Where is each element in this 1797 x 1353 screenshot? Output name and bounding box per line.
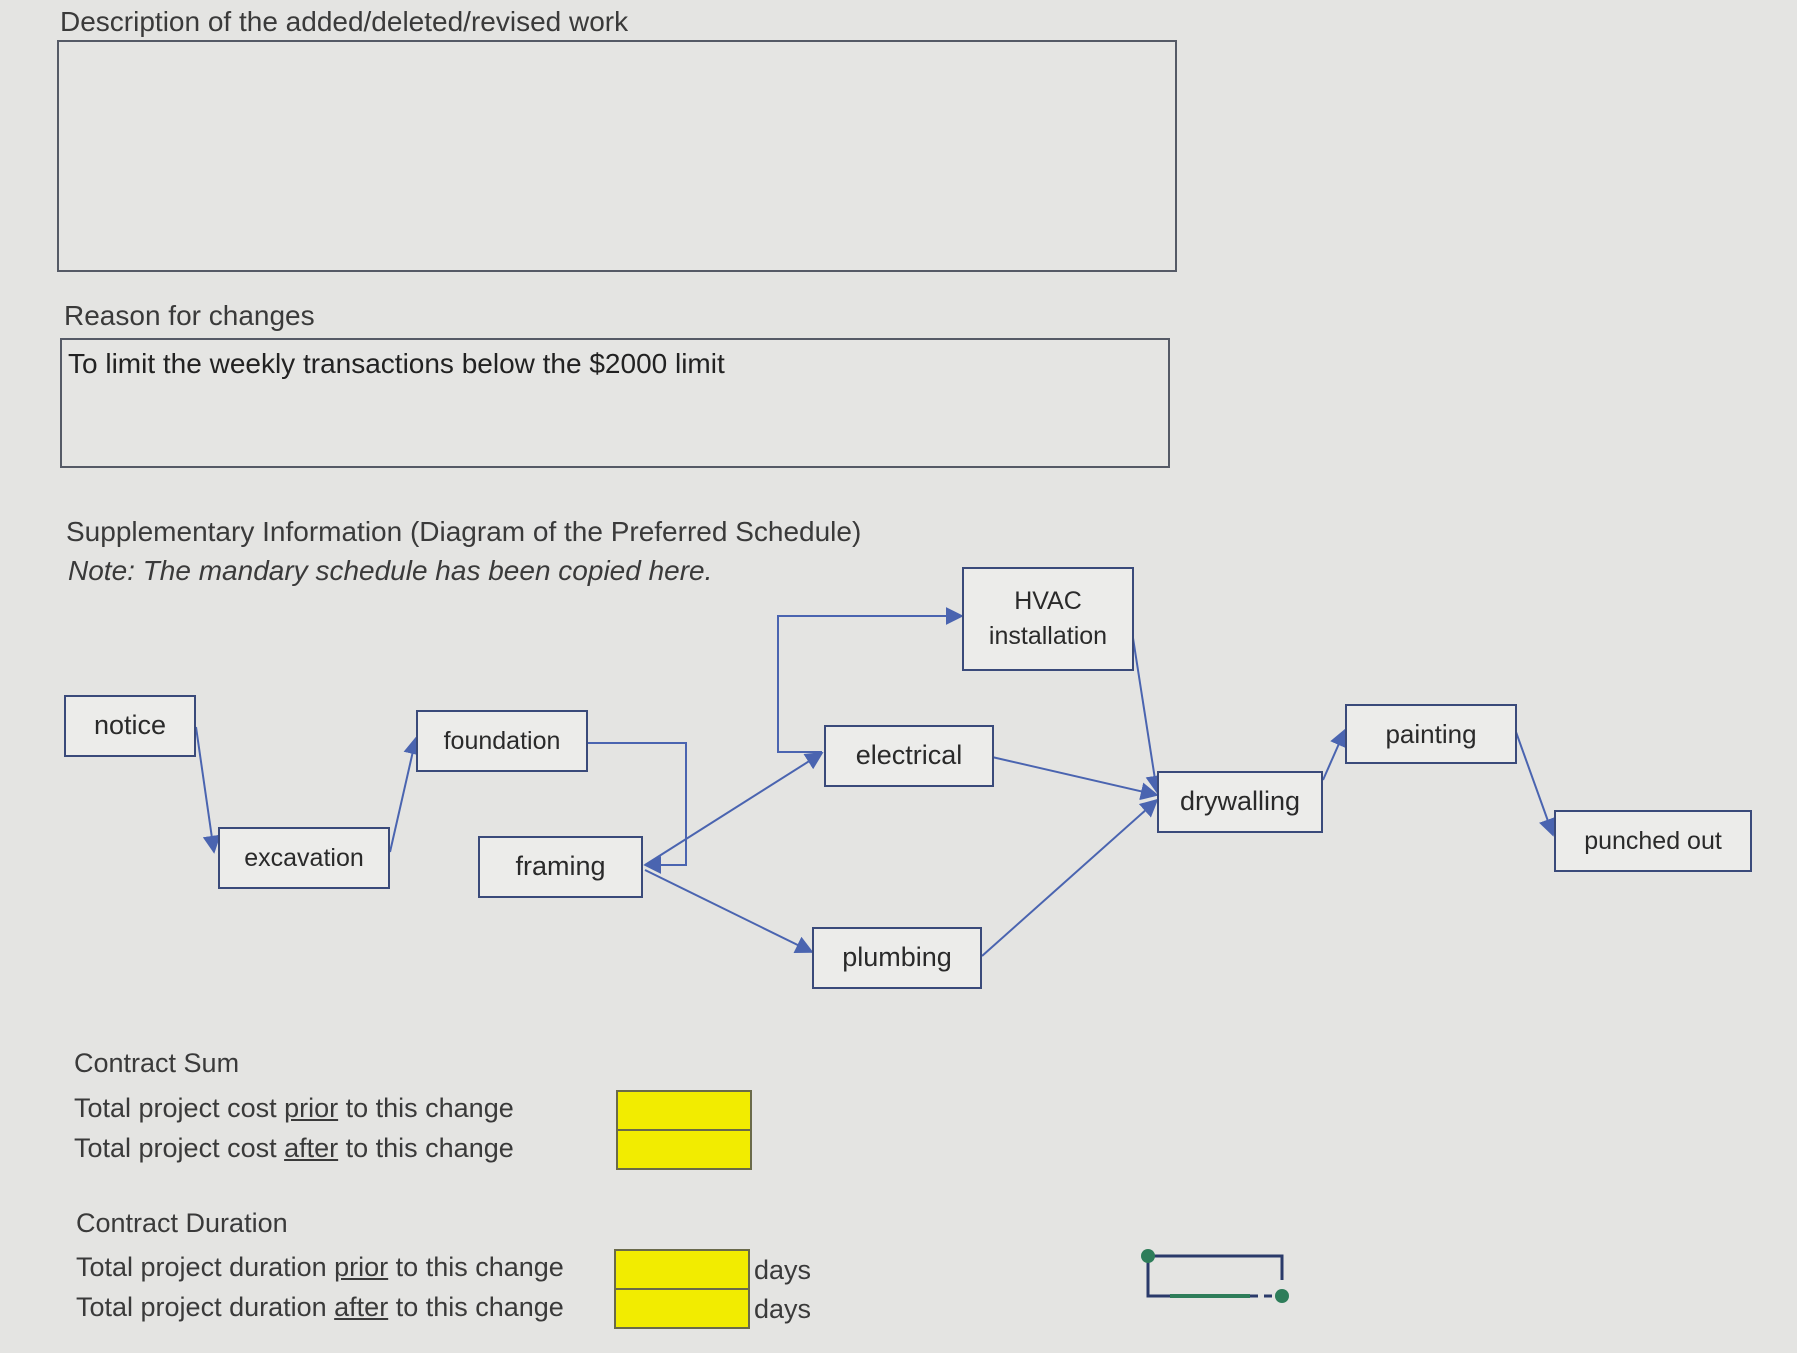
arrow-painting-punched-out [1515,731,1556,837]
node-electrical-label: electrical [855,740,963,771]
node-plumbing-label: plumbing [842,942,952,973]
node-foundation-label: foundation [443,726,561,755]
cost-after-label: Total project cost after to this change [74,1133,514,1163]
node-electrical[interactable]: electrical [824,725,994,787]
duration-after-label: Total project duration after to this cha… [76,1292,564,1322]
cost-prior-label: Total project cost prior to this change [74,1093,514,1123]
arrow-excavation-foundation [389,736,422,853]
supplementary-title: Supplementary Information (Diagram of th… [66,516,862,547]
contract-duration-title: Contract Duration [76,1208,288,1238]
node-framing[interactable]: framing [478,836,643,898]
node-excavation[interactable]: excavation [218,827,390,889]
cost-after-input[interactable] [616,1129,752,1170]
node-hvac-installation[interactable]: HVAC installation [962,567,1134,671]
duration-prior-label: Total project duration prior to this cha… [76,1252,564,1282]
arrow-electrical-hvac [777,607,964,753]
node-excavation-label: excavation [244,843,364,872]
node-framing-label: framing [515,851,606,882]
arrow-plumbing-drywalling [981,798,1159,957]
description-field[interactable] [57,40,1177,272]
arrow-hvac-drywalling [1132,637,1164,794]
reason-field[interactable]: To limit the weekly transactions below t… [60,338,1170,468]
node-foundation[interactable]: foundation [416,710,588,772]
reason-value: To limit the weekly transactions below t… [68,348,725,379]
arrow-framing-electrical [644,752,824,866]
node-notice[interactable]: notice [64,695,196,757]
node-punched-out-label: punched out [1584,826,1722,855]
node-hvac-label-line2: installation [988,622,1108,650]
node-plumbing[interactable]: plumbing [812,927,982,989]
arrow-notice-excavation [195,726,221,854]
duration-after-input[interactable] [614,1288,750,1329]
node-punched-out[interactable]: punched out [1554,810,1752,872]
arrow-foundation-framing [588,742,687,874]
connector-shape-icon[interactable] [1130,1240,1290,1310]
arrow-framing-plumbing [644,869,814,953]
cost-prior-input[interactable] [616,1090,752,1131]
contract-sum-title: Contract Sum [74,1048,240,1078]
arrow-electrical-drywalling [991,756,1159,801]
duration-after-unit: days [754,1294,812,1324]
node-drywalling-label: drywalling [1179,786,1301,817]
duration-prior-input[interactable] [614,1249,750,1290]
reason-label: Reason for changes [64,300,315,331]
description-label: Description of the added/deleted/revised… [60,6,629,37]
duration-prior-unit: days [754,1255,812,1285]
arrow-drywalling-painting [1322,728,1347,781]
node-painting-label: painting [1385,718,1477,749]
node-notice-label: notice [93,710,167,741]
node-hvac-label-line1: HVAC [1014,587,1082,615]
supplementary-note: Note: The mandary schedule has been copi… [68,555,713,586]
node-drywalling[interactable]: drywalling [1157,771,1323,833]
node-painting[interactable]: painting [1345,704,1517,764]
